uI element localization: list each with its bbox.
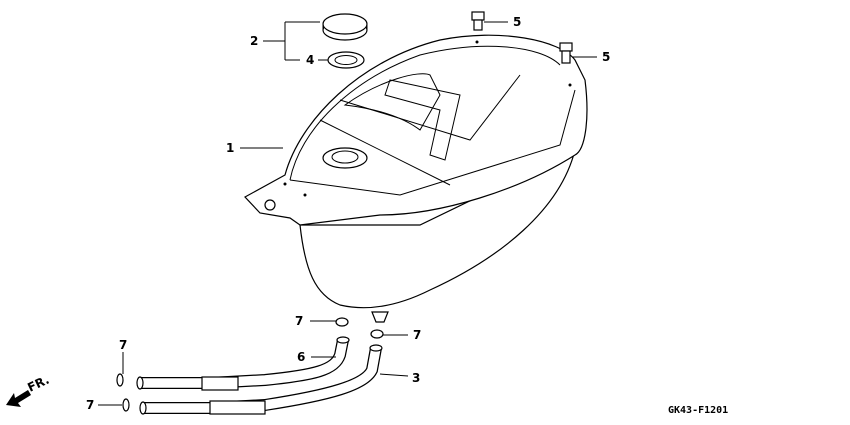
callout-1: 1 — [226, 141, 234, 155]
bolt-b — [559, 42, 573, 64]
direction-label: FR. — [25, 373, 51, 395]
callout-4: 4 — [306, 53, 314, 67]
callout-7-left-lower: 7 — [86, 398, 94, 412]
callout-5b: 5 — [602, 50, 610, 64]
bolt-a — [471, 11, 485, 31]
hose-short — [136, 336, 350, 391]
fuel-tank — [244, 34, 588, 323]
clip-top — [335, 317, 349, 327]
callout-7-right: 7 — [413, 328, 421, 342]
cap-seal — [327, 51, 365, 69]
front-direction-arrow-icon — [6, 390, 31, 407]
callout-2: 2 — [250, 34, 258, 48]
hose-long — [139, 344, 383, 415]
callout-5a: 5 — [513, 15, 521, 29]
clip-left-upper — [116, 373, 124, 387]
filler-cap — [322, 13, 368, 41]
clip-right — [370, 329, 384, 339]
figure-code: GK43-F1201 — [668, 405, 728, 416]
callout-7-left-upper: 7 — [119, 338, 127, 352]
clip-left-lower — [122, 398, 130, 412]
callout-7-top: 7 — [295, 314, 303, 328]
callout-6: 6 — [297, 350, 305, 364]
callout-3: 3 — [412, 371, 420, 385]
